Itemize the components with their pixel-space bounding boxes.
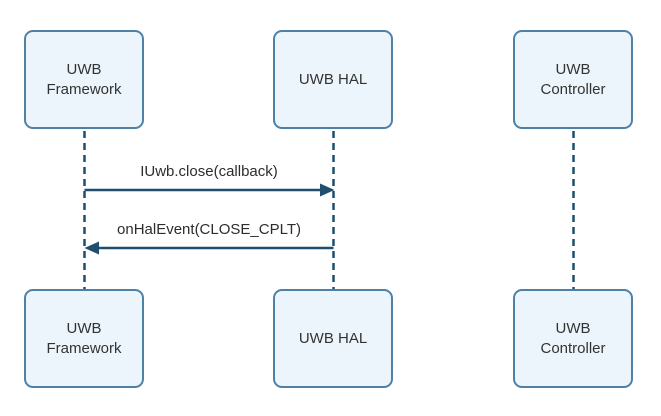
actor-label-uwb-hal-bottom: UWB HAL <box>298 329 368 347</box>
message-label-close: IUwb.close(callback) <box>140 163 278 180</box>
actor-box-uwb-hal-bottom: UWB HAL <box>273 289 393 388</box>
actor-label-uwb-controller-top: UWB Controller <box>540 60 606 98</box>
actor-box-uwb-controller-top: UWB Controller <box>513 30 633 129</box>
message-arrowhead-right-icon <box>320 183 335 197</box>
actor-label-uwb-controller-bottom: UWB Controller <box>540 319 606 357</box>
message-arrowhead-left-icon <box>84 241 99 255</box>
actor-label-uwb-hal-top: UWB HAL <box>298 70 368 88</box>
actor-box-uwb-framework-bottom: UWB Framework <box>24 289 144 388</box>
actor-box-uwb-controller-bottom: UWB Controller <box>513 289 633 388</box>
actor-label-uwb-framework-bottom: UWB Framework <box>46 319 122 357</box>
actor-box-uwb-framework-top: UWB Framework <box>24 30 144 129</box>
actor-box-uwb-hal-top: UWB HAL <box>273 30 393 129</box>
message-label-onhalevent: onHalEvent(CLOSE_CPLT) <box>117 221 301 238</box>
actor-label-uwb-framework-top: UWB Framework <box>46 60 122 98</box>
